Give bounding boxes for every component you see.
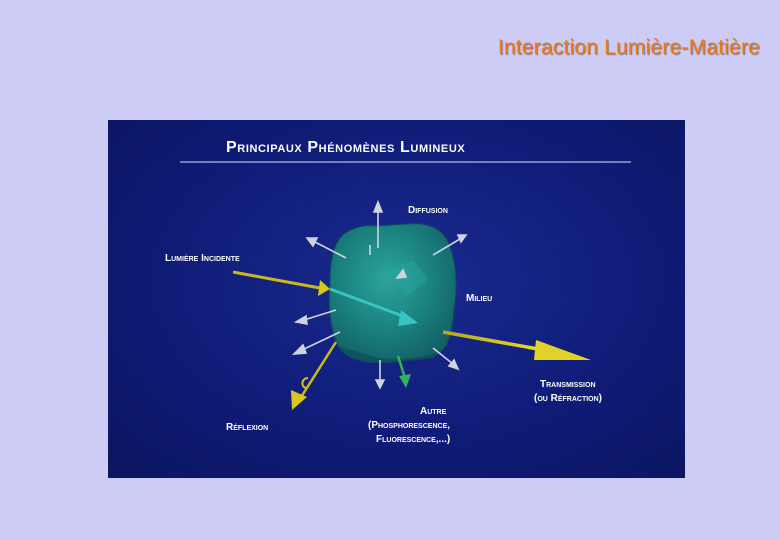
scatter-arrow-lower-left-head bbox=[294, 345, 306, 354]
scatter-arrow-down-head bbox=[376, 380, 384, 388]
label-autre: Autre bbox=[420, 406, 447, 417]
medium-blob bbox=[329, 224, 456, 363]
slide-title: Interaction Lumière-Matière bbox=[498, 36, 760, 60]
scatter-arrow-upper-left-head bbox=[307, 238, 317, 246]
label-fluorescence: Fluorescence,...) bbox=[376, 434, 450, 445]
scatter-arrow-left-head bbox=[296, 316, 307, 324]
diagram-heading: Principaux Phénomènes Lumineux bbox=[226, 139, 465, 156]
incident-ray bbox=[233, 272, 320, 288]
label-phosphorescence: (Phosphorescence, bbox=[368, 420, 450, 431]
label-refraction: (ou Réfraction) bbox=[534, 393, 602, 404]
scatter-arrow-lower-right bbox=[433, 348, 453, 364]
label-incident: Lumière Incidente bbox=[165, 253, 240, 264]
label-milieu: Milieu bbox=[466, 293, 492, 304]
other-arrowhead bbox=[399, 374, 411, 388]
phenomena-diagram: Principaux Phénomènes Lumineux bbox=[108, 120, 685, 478]
incident-arrowhead bbox=[318, 280, 330, 296]
transmission-arrowhead bbox=[534, 340, 591, 360]
scatter-arrow-up-head bbox=[374, 202, 382, 212]
transmitted-ray bbox=[443, 332, 538, 349]
scatter-arrow-lower-left bbox=[302, 332, 340, 350]
diagram-panel: Principaux Phénomènes Lumineux bbox=[108, 120, 685, 478]
label-diffusion: Diffusion bbox=[408, 205, 448, 216]
scatter-arrow-upper-right-head bbox=[458, 235, 466, 242]
label-reflexion: Réflexion bbox=[226, 422, 268, 433]
label-transmission: Transmission bbox=[540, 379, 596, 390]
